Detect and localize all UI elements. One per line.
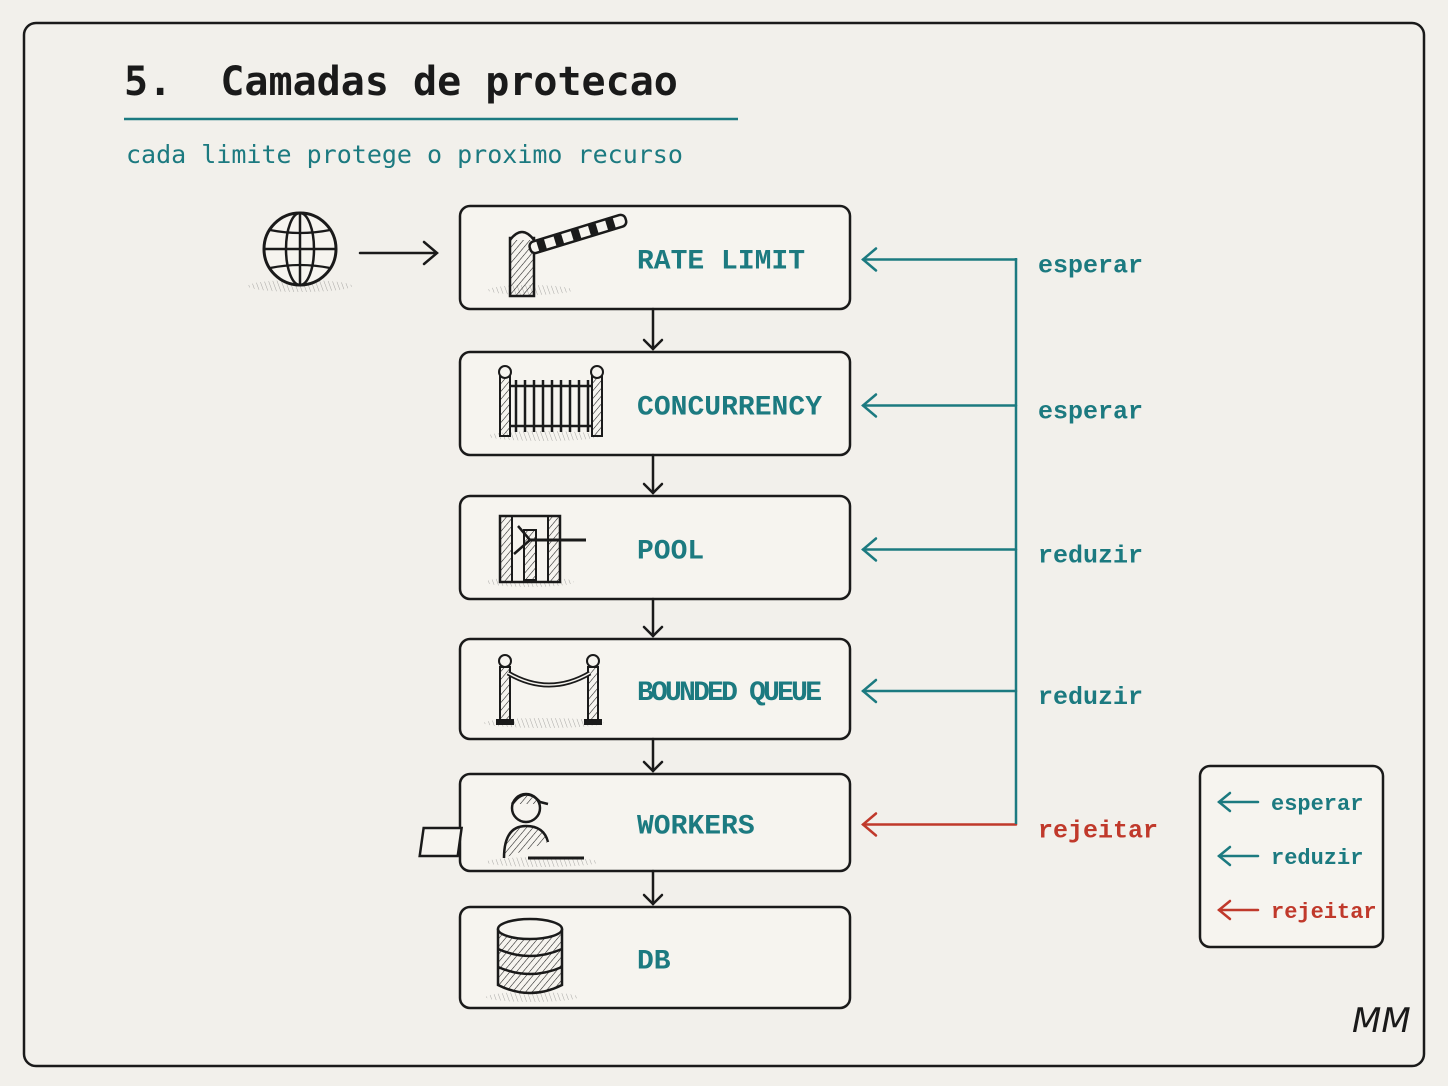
page-subtitle: cada limite protege o proximo recurso [126,140,683,169]
feedback-label: reduzir [1038,683,1143,712]
legend-arrow-icon [1217,791,1260,813]
flow-arrow-down [642,307,664,351]
layer-box [458,204,852,311]
layer-box [458,637,852,741]
layer-db: DB [458,905,852,1010]
layer-workers: WORKERS [418,772,852,873]
page-title: 5. Camadas de protecao [124,59,678,105]
layer-bounded-queue: BOUNDED QUEUE [458,637,852,741]
layer-label: DB [637,947,671,978]
legend-label: reduzir [1271,846,1363,871]
feedback-arrow-rejeitar [861,812,1018,837]
signature: MM [1352,1001,1411,1041]
legend-item-rejeitar: rejeitar [1217,899,1377,925]
feedback-arrow-reduzir [861,678,1018,704]
legend-arrow-icon [1217,845,1260,867]
globe-icon [248,211,352,292]
flow-arrow-down [642,597,664,638]
feedback-arrow-esperar [861,247,1018,272]
database-icon [486,917,578,1002]
legend-item-esperar: esperar [1217,791,1363,817]
layer-label: CONCURRENCY [637,393,822,424]
feedback-arrow-reduzir [861,537,1018,562]
feedback-label: reduzir [1038,542,1143,571]
feedback-label: esperar [1038,252,1143,281]
feedback-label: rejeitar [1038,817,1158,846]
layer-label: BOUNDED QUEUE [637,678,822,709]
feedback-arrow-esperar [861,393,1018,418]
layer-pool: POOL [458,494,852,601]
legend-label: esperar [1271,792,1363,817]
layer-label: POOL [637,537,704,568]
legend-box [1198,764,1385,949]
layer-box [458,350,852,457]
worker-laptop-icon [418,792,598,867]
fence-gate-icon [488,365,604,441]
legend-label: rejeitar [1271,900,1377,925]
entry-arrow [358,240,439,266]
layer-label: WORKERS [637,812,755,843]
legend-item-reduzir: reduzir [1217,845,1363,871]
layer-box [458,772,852,873]
flow-arrow-down [642,453,664,495]
feedback-label: esperar [1038,398,1143,427]
rope-barrier-icon [484,654,604,728]
flow-arrow-down [642,737,664,773]
legend-arrow-icon [1217,899,1260,921]
flow-arrow-down [642,869,664,906]
layer-label: RATE LIMIT [637,247,805,278]
layer-concurrency: CONCURRENCY [458,350,852,457]
layer-rate-limit: RATE LIMIT [458,204,852,311]
turnstile-icon [486,514,586,587]
barrier-gate-icon [488,213,628,298]
